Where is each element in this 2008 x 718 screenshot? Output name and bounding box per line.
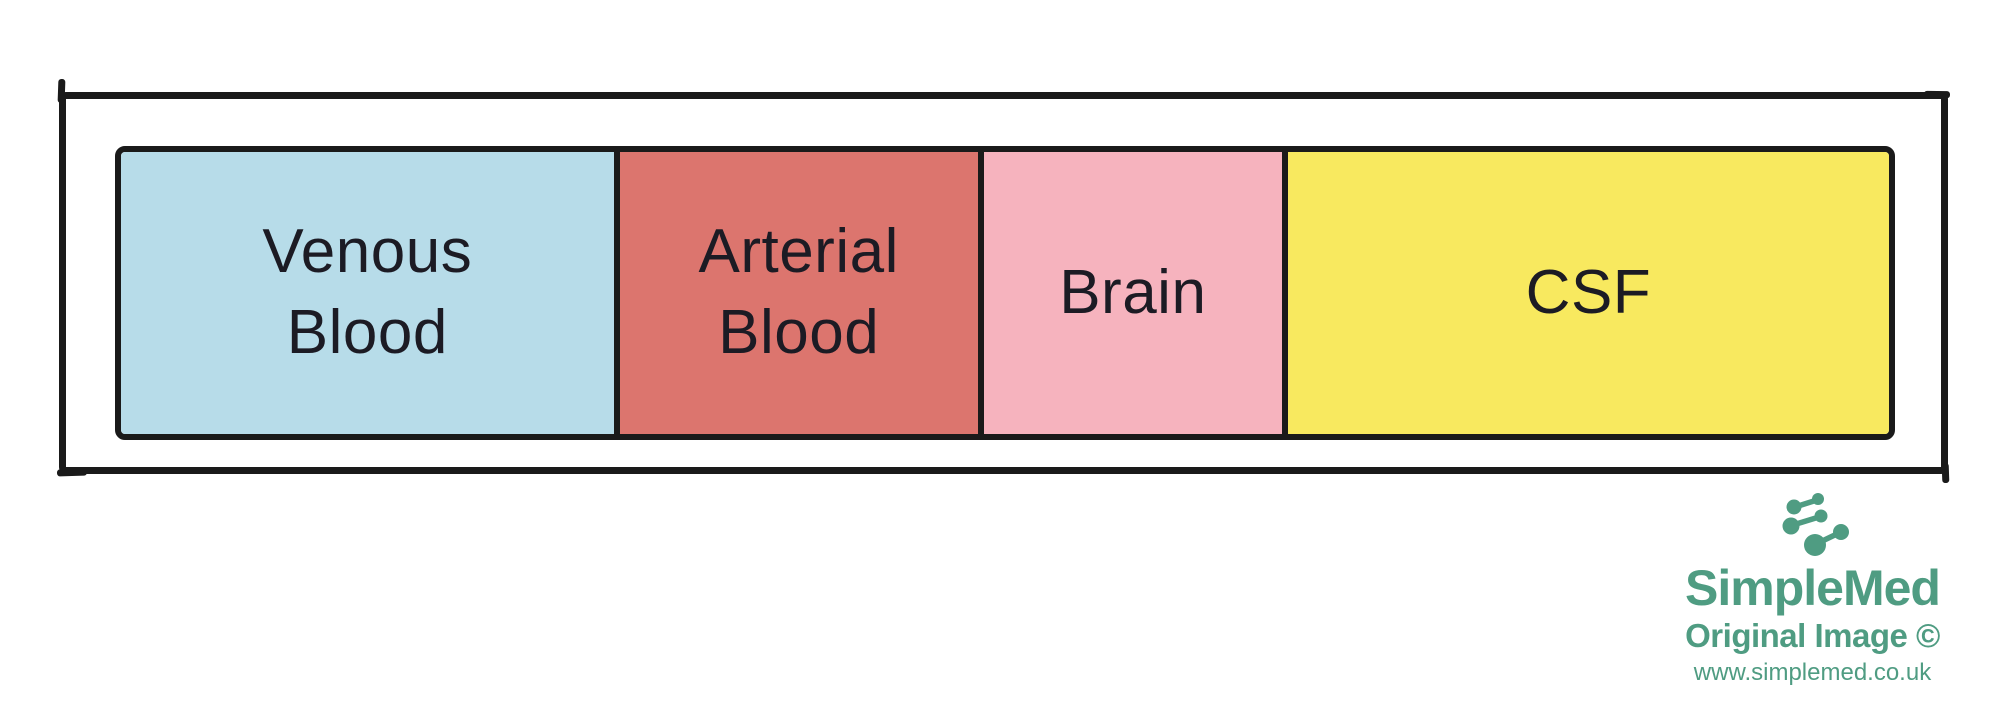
- brand-name: SimpleMed: [1685, 560, 1941, 616]
- sketch-tick: [57, 78, 66, 104]
- segment-brain: Brain: [983, 152, 1288, 434]
- segment-label: Brain: [1059, 257, 1207, 327]
- segment-venous-blood: Venous Blood: [121, 152, 620, 434]
- original-image-label: Original Image ©: [1685, 616, 1940, 654]
- volume-bar: Venous Blood Arterial Blood Brain CSF: [115, 146, 1895, 440]
- segment-label: Venous Blood: [262, 217, 473, 367]
- website-url: www.simplemed.co.uk: [1693, 659, 1932, 687]
- molecule-dots-icon: [1782, 493, 1849, 556]
- sketch-tick: [1923, 90, 1951, 99]
- segment-label: Arterial Blood: [698, 217, 899, 367]
- segment-csf: CSF: [1287, 152, 1889, 434]
- simplemed-watermark: SimpleMed Original Image © www.simplemed…: [1640, 486, 1985, 688]
- segment-label: CSF: [1525, 257, 1652, 327]
- sketch-tick: [1941, 462, 1950, 484]
- segment-arterial-blood: Arterial Blood: [619, 152, 984, 434]
- sketch-tick: [56, 468, 88, 477]
